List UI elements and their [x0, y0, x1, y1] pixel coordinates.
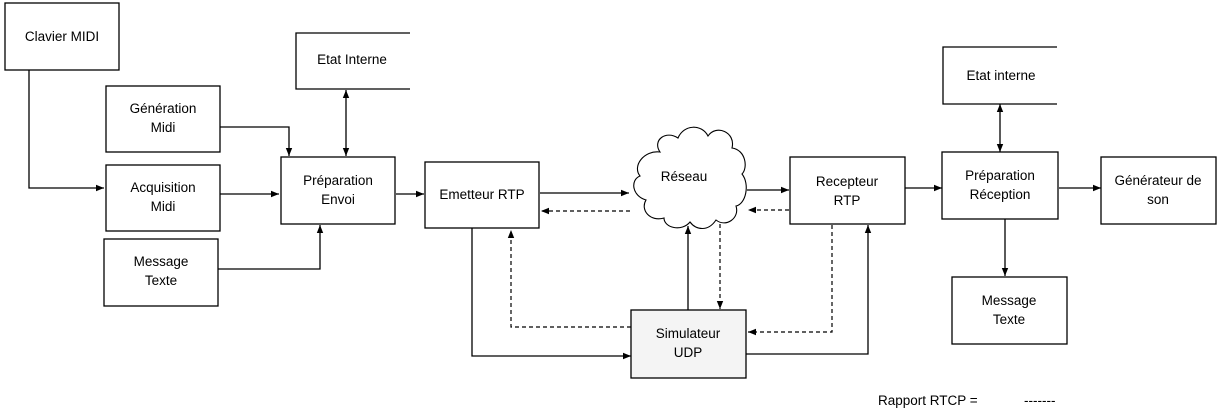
- node-label: Recepteur: [816, 174, 879, 189]
- node-label: Réception: [970, 187, 1031, 202]
- node-generateur-son[interactable]: Générateur de son: [1100, 156, 1217, 225]
- node-label: son: [1147, 192, 1169, 207]
- node-generation-midi[interactable]: Génération Midi: [105, 85, 221, 153]
- node-label: Clavier MIDI: [25, 29, 99, 44]
- edge-emetteur-simulateur: [471, 228, 631, 360]
- legend-label: Rapport RTCP =: [878, 393, 978, 408]
- node-label: Génération: [130, 101, 197, 116]
- node-label: Préparation: [303, 173, 373, 188]
- node-etat-interne-receive[interactable]: Etat interne: [942, 46, 1057, 105]
- node-label: Simulateur: [656, 326, 721, 341]
- node-preparation-reception[interactable]: Préparation Réception: [941, 151, 1059, 220]
- node-preparation-envoi[interactable]: Préparation Envoi: [280, 156, 396, 225]
- node-label: Texte: [145, 273, 177, 288]
- legend-dash-sample: -------: [1024, 393, 1055, 408]
- legend: Rapport RTCP = -------: [878, 393, 1055, 408]
- node-message-texte-output[interactable]: Message Texte: [951, 276, 1068, 345]
- edge-generation-preparation: [220, 126, 293, 156]
- edge-message-preparation: [218, 225, 324, 270]
- node-label: Texte: [993, 312, 1025, 327]
- node-emetteur-rtp[interactable]: Emetteur RTP: [424, 161, 540, 229]
- node-label: Message: [134, 254, 189, 269]
- node-acquisition-midi[interactable]: Acquisition Midi: [105, 164, 221, 232]
- node-label: Message: [982, 293, 1037, 308]
- node-label: UDP: [674, 345, 703, 360]
- edge-simulateur-emetteur-rtcp: [507, 230, 631, 328]
- node-label: Emetteur RTP: [439, 187, 524, 202]
- edge-recepteur-simulateur-rtcp: [748, 225, 833, 336]
- node-label: Midi: [151, 199, 176, 214]
- edge-simulateur-recepteur: [746, 225, 872, 355]
- node-label: Générateur de: [1114, 173, 1201, 188]
- cloud-icon: [633, 126, 747, 230]
- node-clavier-midi[interactable]: Clavier MIDI: [4, 2, 120, 71]
- node-recepteur-rtp[interactable]: Recepteur RTP: [789, 156, 906, 225]
- node-label: Envoi: [321, 192, 355, 207]
- node-message-texte-input[interactable]: Message Texte: [103, 238, 219, 307]
- node-etat-interne-send[interactable]: Etat Interne: [295, 32, 410, 90]
- node-label: Préparation: [965, 168, 1035, 183]
- node-label: Etat interne: [966, 68, 1035, 83]
- node-label: Etat Interne: [317, 52, 387, 67]
- node-label: RTP: [834, 193, 861, 208]
- edge-clavier-acquisition: [28, 70, 104, 192]
- node-simulateur-udp[interactable]: Simulateur UDP: [630, 309, 747, 379]
- node-label: Midi: [151, 120, 176, 135]
- node-label: Réseau: [661, 169, 708, 184]
- node-reseau-cloud[interactable]: Réseau: [633, 126, 747, 230]
- node-label: Acquisition: [130, 180, 195, 195]
- connectors: [28, 70, 1101, 360]
